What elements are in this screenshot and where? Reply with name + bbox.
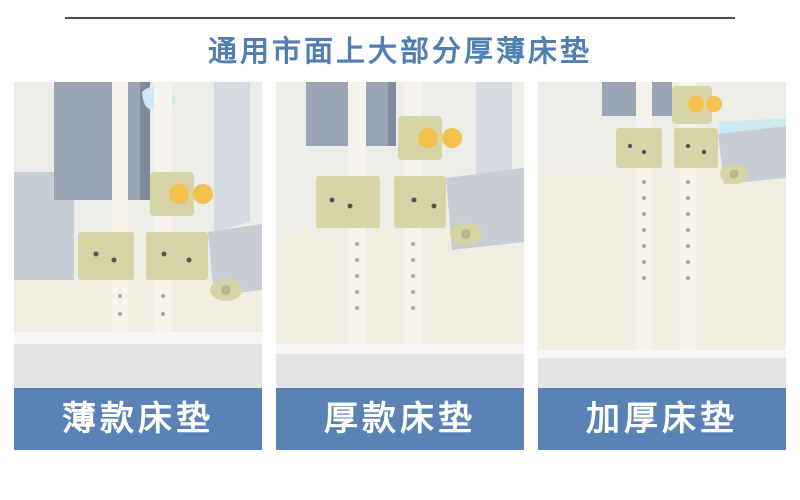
page-headline: 通用市面上大部分厚薄床垫 — [207, 34, 592, 68]
product-panel-extra-thick-mattress: 加厚床垫 — [538, 82, 786, 450]
scene-extra-thick-mattress-illustration — [538, 82, 786, 388]
product-panel-thick-mattress: 厚款床垫 — [276, 82, 524, 450]
product-panel-thin-mattress: 薄款床垫 — [14, 82, 262, 450]
caption-thick-mattress: 厚款床垫 — [276, 388, 524, 450]
caption-extra-thick-mattress: 加厚床垫 — [538, 388, 786, 450]
caption-thin-mattress: 薄款床垫 — [14, 388, 262, 450]
top-divider — [65, 17, 735, 19]
scene-thin-mattress-illustration — [14, 82, 262, 388]
scene-thick-mattress-illustration — [276, 82, 524, 388]
